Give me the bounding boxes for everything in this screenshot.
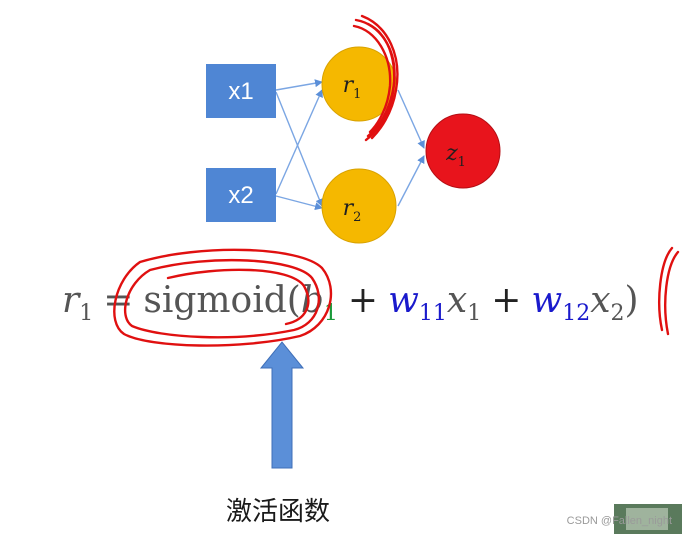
- formula-w11: w: [388, 280, 419, 321]
- up-arrow: [259, 341, 305, 469]
- edge-r1-z1: [397, 89, 425, 149]
- input-node-x1: x1: [206, 64, 276, 118]
- input-label-x1: x1: [228, 78, 253, 105]
- video-thumbnail: [614, 504, 682, 534]
- csdn-watermark: CSDN @Fallen_night: [567, 515, 672, 527]
- up-arrow-shape: [259, 341, 305, 469]
- edge-x2-r2: [275, 195, 323, 211]
- input-box-x2: [206, 168, 276, 222]
- hidden-label-r1: r1: [343, 73, 362, 102]
- edge-x2-r1: [275, 89, 323, 195]
- sigmoid-formula: r1=sigmoid(b1+w11x1+w12x2): [62, 280, 639, 326]
- hidden-node-r1: r1: [321, 46, 397, 122]
- output-label-z1: z1: [445, 141, 466, 170]
- thumbnail-highlight: [626, 508, 668, 530]
- output-node-z1: z1: [425, 113, 501, 189]
- red-annotation-sigmoid-circle: [113, 248, 333, 347]
- formula-func: sigmoid: [143, 280, 286, 321]
- formula-w12: w: [531, 280, 562, 321]
- hidden-node-r2: r2: [321, 168, 397, 244]
- edge-x1-r2: [275, 91, 324, 207]
- hidden-circle-r2: [321, 168, 397, 244]
- output-circle-z1: [425, 113, 501, 189]
- formula-text: r1=sigmoid(b1+w11x1+w12x2): [62, 280, 639, 326]
- red-annotation-paren: [658, 246, 680, 336]
- edge-x1-r1: [275, 79, 323, 91]
- network-connections: [275, 79, 425, 211]
- input-box-x1: [206, 64, 276, 118]
- edge-r2-z1: [397, 155, 425, 207]
- formula-lhs: r: [62, 280, 81, 321]
- activation-function-caption: 激活函数: [226, 497, 330, 527]
- input-node-x2: x2: [206, 168, 276, 222]
- hidden-label-r2: r2: [343, 196, 362, 225]
- input-label-x2: x2: [228, 182, 253, 209]
- red-annotation-scribble-r1: [352, 14, 399, 142]
